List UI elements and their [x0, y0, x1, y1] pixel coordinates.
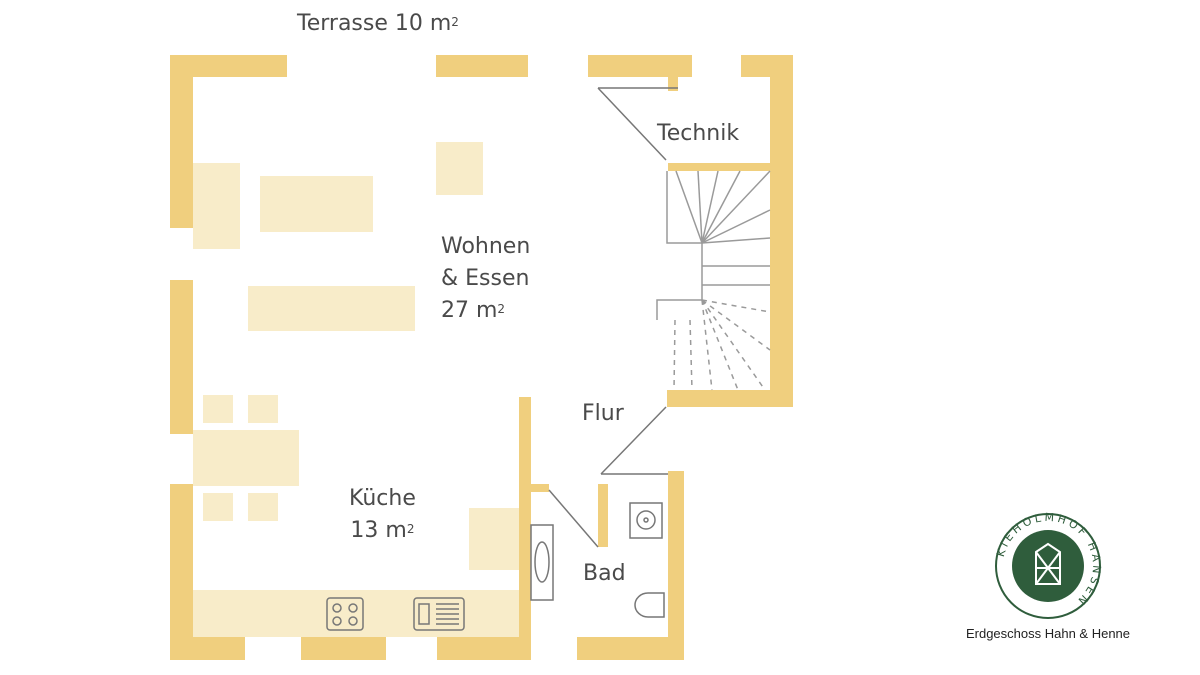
wall-top-middle: [436, 55, 528, 77]
toilet-icon: [634, 592, 665, 618]
wall-left-middle: [170, 280, 193, 434]
kieholmhof-logo: KIEHOLMHOF HANSEN: [994, 512, 1101, 619]
walls: [170, 55, 793, 660]
furniture: [193, 142, 519, 637]
washbasin-icon: [530, 524, 554, 601]
wall-technik-bottom: [668, 163, 770, 171]
shower-icon: [629, 502, 663, 539]
stairs: [656, 170, 771, 391]
wall-top-technik: [588, 55, 692, 77]
technik-label: Technik: [657, 121, 740, 146]
wall-technik-stub: [668, 77, 678, 91]
barn-icon: [1035, 542, 1061, 585]
wall-bad-stub: [531, 484, 549, 492]
wall-bottom-left: [170, 637, 245, 660]
wall-bad-bottom: [577, 637, 684, 660]
sink-icon: [413, 597, 465, 631]
dining-table: [193, 430, 299, 486]
wall-bottom-right: [437, 637, 531, 660]
door-flur: [600, 406, 667, 475]
wohnen-label: Wohnen & Essen 27 m2: [441, 234, 531, 323]
chair: [203, 395, 233, 423]
chair: [203, 493, 233, 521]
wall-kitchen-bad: [519, 397, 531, 660]
wall-bottom-middle: [301, 637, 386, 660]
wall-left-lower: [170, 484, 193, 660]
bad-label: Bad: [583, 561, 626, 586]
wall-right: [770, 55, 793, 407]
chair: [248, 493, 278, 521]
sofa: [248, 286, 415, 331]
door-technik: [597, 87, 667, 161]
doors: [548, 87, 678, 548]
chair: [248, 395, 278, 423]
stove-icon: [326, 597, 364, 631]
kueche-label: Küche 13 m2: [349, 486, 416, 543]
wall-bad-door-jamb: [598, 484, 608, 547]
plan-caption: Erdgeschoss Hahn & Henne: [965, 626, 1131, 641]
fridge: [469, 508, 519, 570]
terrace-label: Terrasse 10 m2: [297, 11, 459, 36]
door-bad: [548, 489, 599, 548]
flur-label: Flur: [582, 401, 624, 426]
side-table: [436, 142, 483, 195]
wall-left-upper: [170, 55, 193, 228]
sofa-table: [260, 176, 373, 232]
wall-top-left: [170, 55, 287, 77]
wall-bad-right: [668, 471, 684, 660]
wall-stairs-bottom: [667, 390, 793, 407]
armchair: [193, 163, 240, 249]
